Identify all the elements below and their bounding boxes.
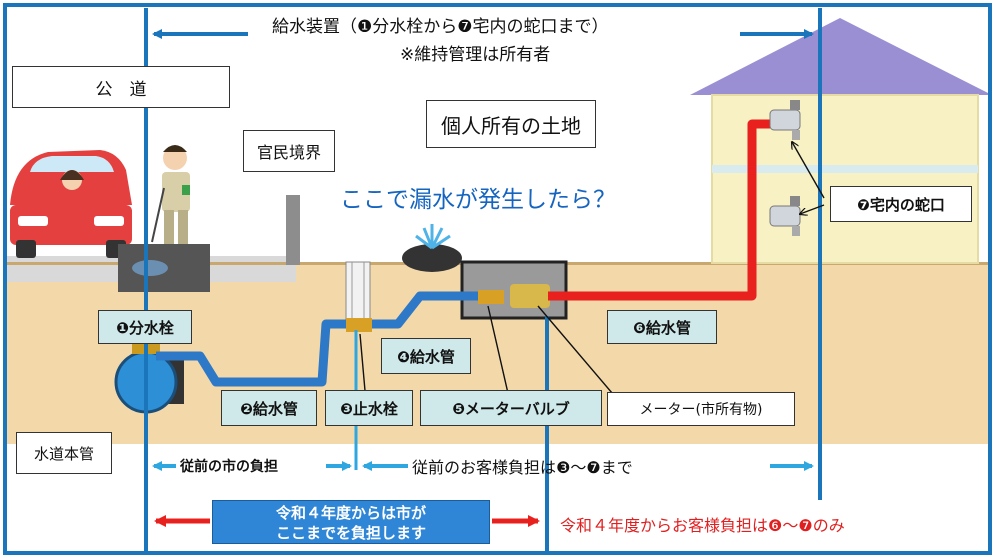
meter-label: メーター(市所有物) [607,392,795,426]
leak-fountain-icon [402,224,462,272]
boundary-post [286,195,300,265]
new-customer-burden: 令和４年度からお客様負担は❻〜❼のみ [560,516,845,535]
branch-valve-label: ❶分水栓 [98,310,192,344]
meter-valve-label: ❺メーターバルブ [420,390,602,426]
worker-icon [151,145,190,248]
outer-frame [3,3,992,555]
stop-valve-icon [346,318,372,332]
meter-leader [537,305,619,401]
house [690,18,992,264]
former-customer-burden: 従前のお客様負担は❸〜❼まで [412,458,633,477]
former-city-burden: 従前の市の負担 [180,459,278,475]
supply-pipe-6-label: ❻給水管 [607,310,717,344]
private-land-label: 個人所有の土地 [426,100,596,148]
new-city-banner: 令和４年度からは市が ここまでを負担します [212,500,490,544]
supply-pipe-2-label: ❷給水管 [221,390,317,426]
faucet-leader-lower [800,204,825,214]
meter-valve-icon [478,290,504,304]
stop-valve-post [345,261,371,325]
leak-question: ここで漏水が発生したら？ [340,187,616,213]
supply-pipe-4-label: ❹給水管 [381,338,471,374]
public-road-label: 公 道 [12,66,230,108]
faucet-label: ❼宅内の蛇口 [830,186,972,222]
supply-pipe-red [548,119,770,301]
faucet-icon [769,100,801,236]
header-note: ※維持管理は所有者 [400,45,551,65]
new-city-line-2: ここまでを負担します [275,524,426,542]
meter-valve-leader [487,305,511,403]
meter-icon [510,284,550,308]
new-city-line-1: 令和４年度からは市が [275,504,426,522]
stop-valve-label: ❸止水栓 [325,390,413,426]
faucet-leader-upper [792,142,825,199]
house-roof [690,18,992,95]
water-main-label: 水道本管 [16,432,112,474]
supply-pipe-blue [156,291,500,387]
house-floor-line [712,165,978,173]
header-title: 給水装置（❶分水栓から❼宅内の蛇口まで） [272,17,609,37]
car-with-driver-icon [10,150,132,258]
boundary-label: 官民境界 [243,130,335,172]
